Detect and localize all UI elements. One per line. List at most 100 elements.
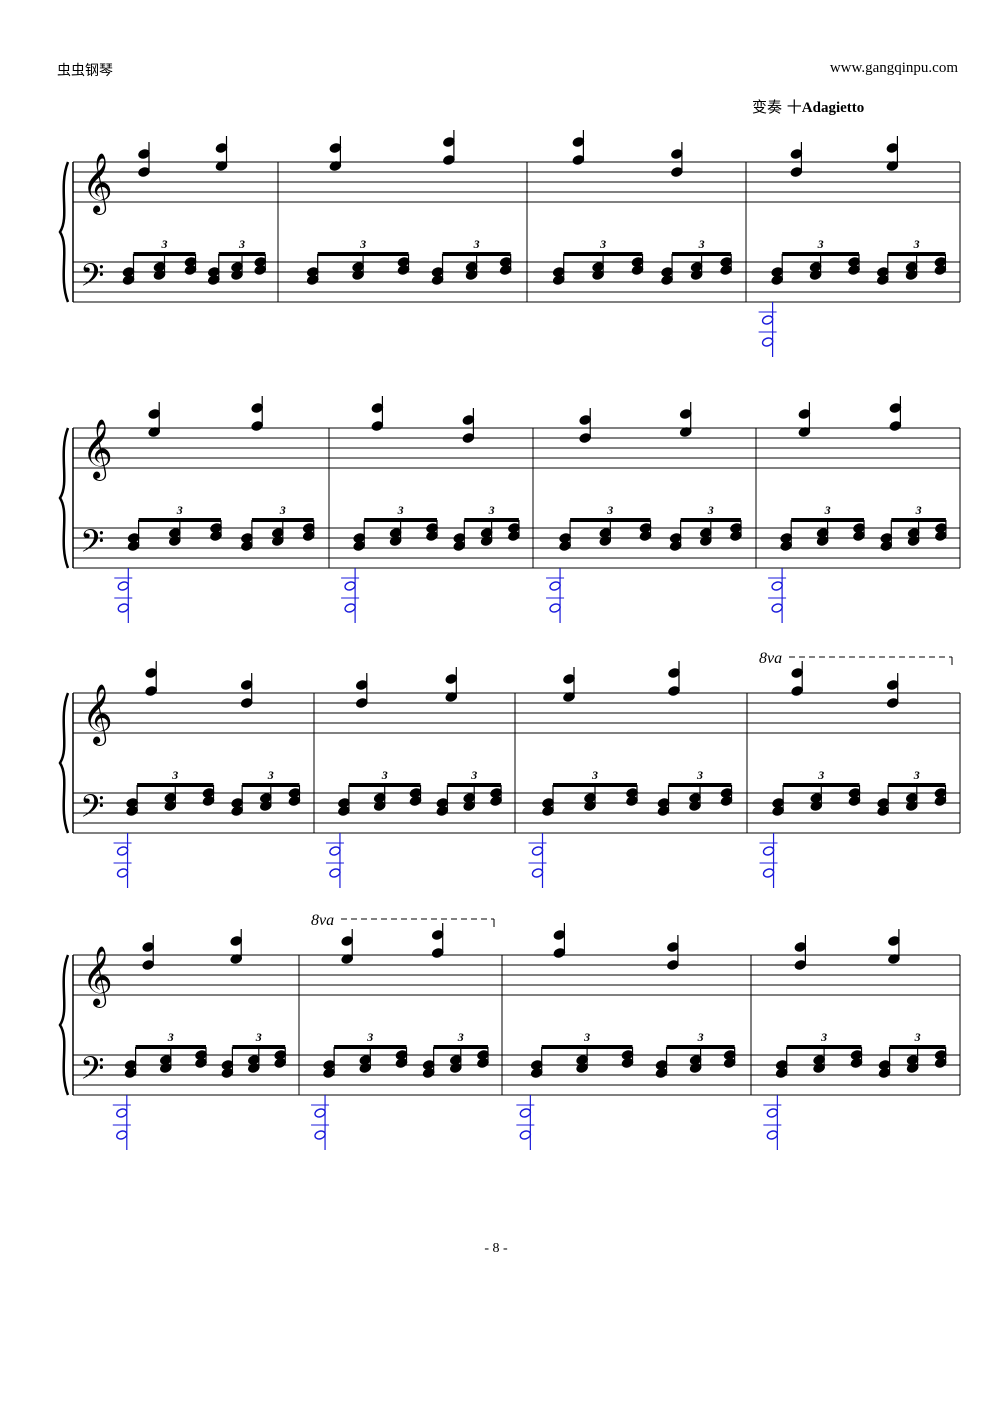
notehead [889,421,902,431]
notehead [542,798,554,808]
notehead [848,257,860,267]
notehead [202,788,215,798]
beam [570,518,651,522]
notehead [248,1055,260,1065]
notehead [116,1130,128,1140]
notehead [631,257,644,267]
notehead [794,942,807,952]
bass-clef: 𝄢 [80,257,104,301]
tuplet-number: 3 [359,237,366,251]
tuplet-number: 3 [913,768,920,782]
notehead [426,523,438,533]
notehead [138,167,150,177]
notehead [553,930,566,940]
notehead [341,936,353,946]
notehead [762,846,775,856]
notehead [241,533,253,543]
notehead [934,257,947,267]
notehead [431,930,444,940]
notehead [519,1130,532,1140]
beam [364,518,437,522]
notehead [145,686,157,696]
notehead [720,257,732,267]
beam [782,252,859,256]
beam [137,783,214,787]
notehead [553,948,566,958]
tuplet-number: 3 [488,503,495,517]
notehead [655,1060,668,1070]
treble-clef: 𝄞 [82,153,113,215]
notehead [436,798,449,808]
notehead [116,868,129,878]
treble-clef: 𝄞 [82,684,113,746]
site-url[interactable]: www.gangqinpu.com [829,60,958,76]
notehead [169,528,181,538]
tuplet-number: 3 [238,237,245,251]
notehead [531,846,544,856]
notehead [138,149,150,159]
notehead [356,680,368,690]
tuplet-number: 3 [817,237,824,251]
notehead [127,533,140,543]
beam [786,1045,862,1049]
notehead [671,149,683,159]
notehead [886,680,899,690]
notehead [490,788,502,798]
notehead [344,603,356,613]
bass-clef: 𝄢 [80,788,104,832]
notehead [689,793,701,803]
beam [232,1045,286,1049]
notehead [453,533,466,543]
notehead [431,948,444,958]
notehead [766,1130,779,1140]
notehead [142,942,154,952]
notehead [934,1050,947,1060]
notehead [579,415,591,425]
notehead [397,257,410,267]
notehead [210,523,222,533]
notehead [302,523,315,533]
notehead [669,533,682,543]
notehead [314,1130,326,1140]
tuplet-number: 3 [366,1030,373,1044]
tuplet-number: 3 [255,1030,262,1044]
notehead [689,1055,702,1065]
notehead [531,868,544,878]
notehead [791,668,803,678]
notehead [329,143,342,153]
tuplet-number: 3 [171,768,178,782]
notehead [359,1055,372,1065]
beam [133,252,196,256]
notehead [549,603,561,613]
notehead [124,1060,137,1070]
notehead [443,155,455,165]
notehead [184,257,197,267]
notehead [117,581,130,591]
notehead [794,960,807,970]
notehead [723,1050,736,1060]
notehead [935,523,947,533]
notehead [395,1050,408,1060]
notehead [905,262,918,272]
tuplet-number: 3 [697,1030,704,1044]
notehead [906,793,918,803]
ottava-mark: 8va [311,912,334,929]
beam [348,783,421,787]
tempo-marking: Adagietto [801,100,865,116]
beam [563,252,643,256]
notehead [445,674,458,684]
beam [668,783,732,787]
notehead [344,581,356,591]
notehead [480,528,493,538]
notehead [668,668,680,678]
notehead [431,267,444,277]
notehead [886,143,899,153]
notehead [508,523,520,533]
notehead [877,798,889,808]
notehead [160,1055,172,1065]
notehead [306,267,319,277]
notehead [816,528,829,538]
